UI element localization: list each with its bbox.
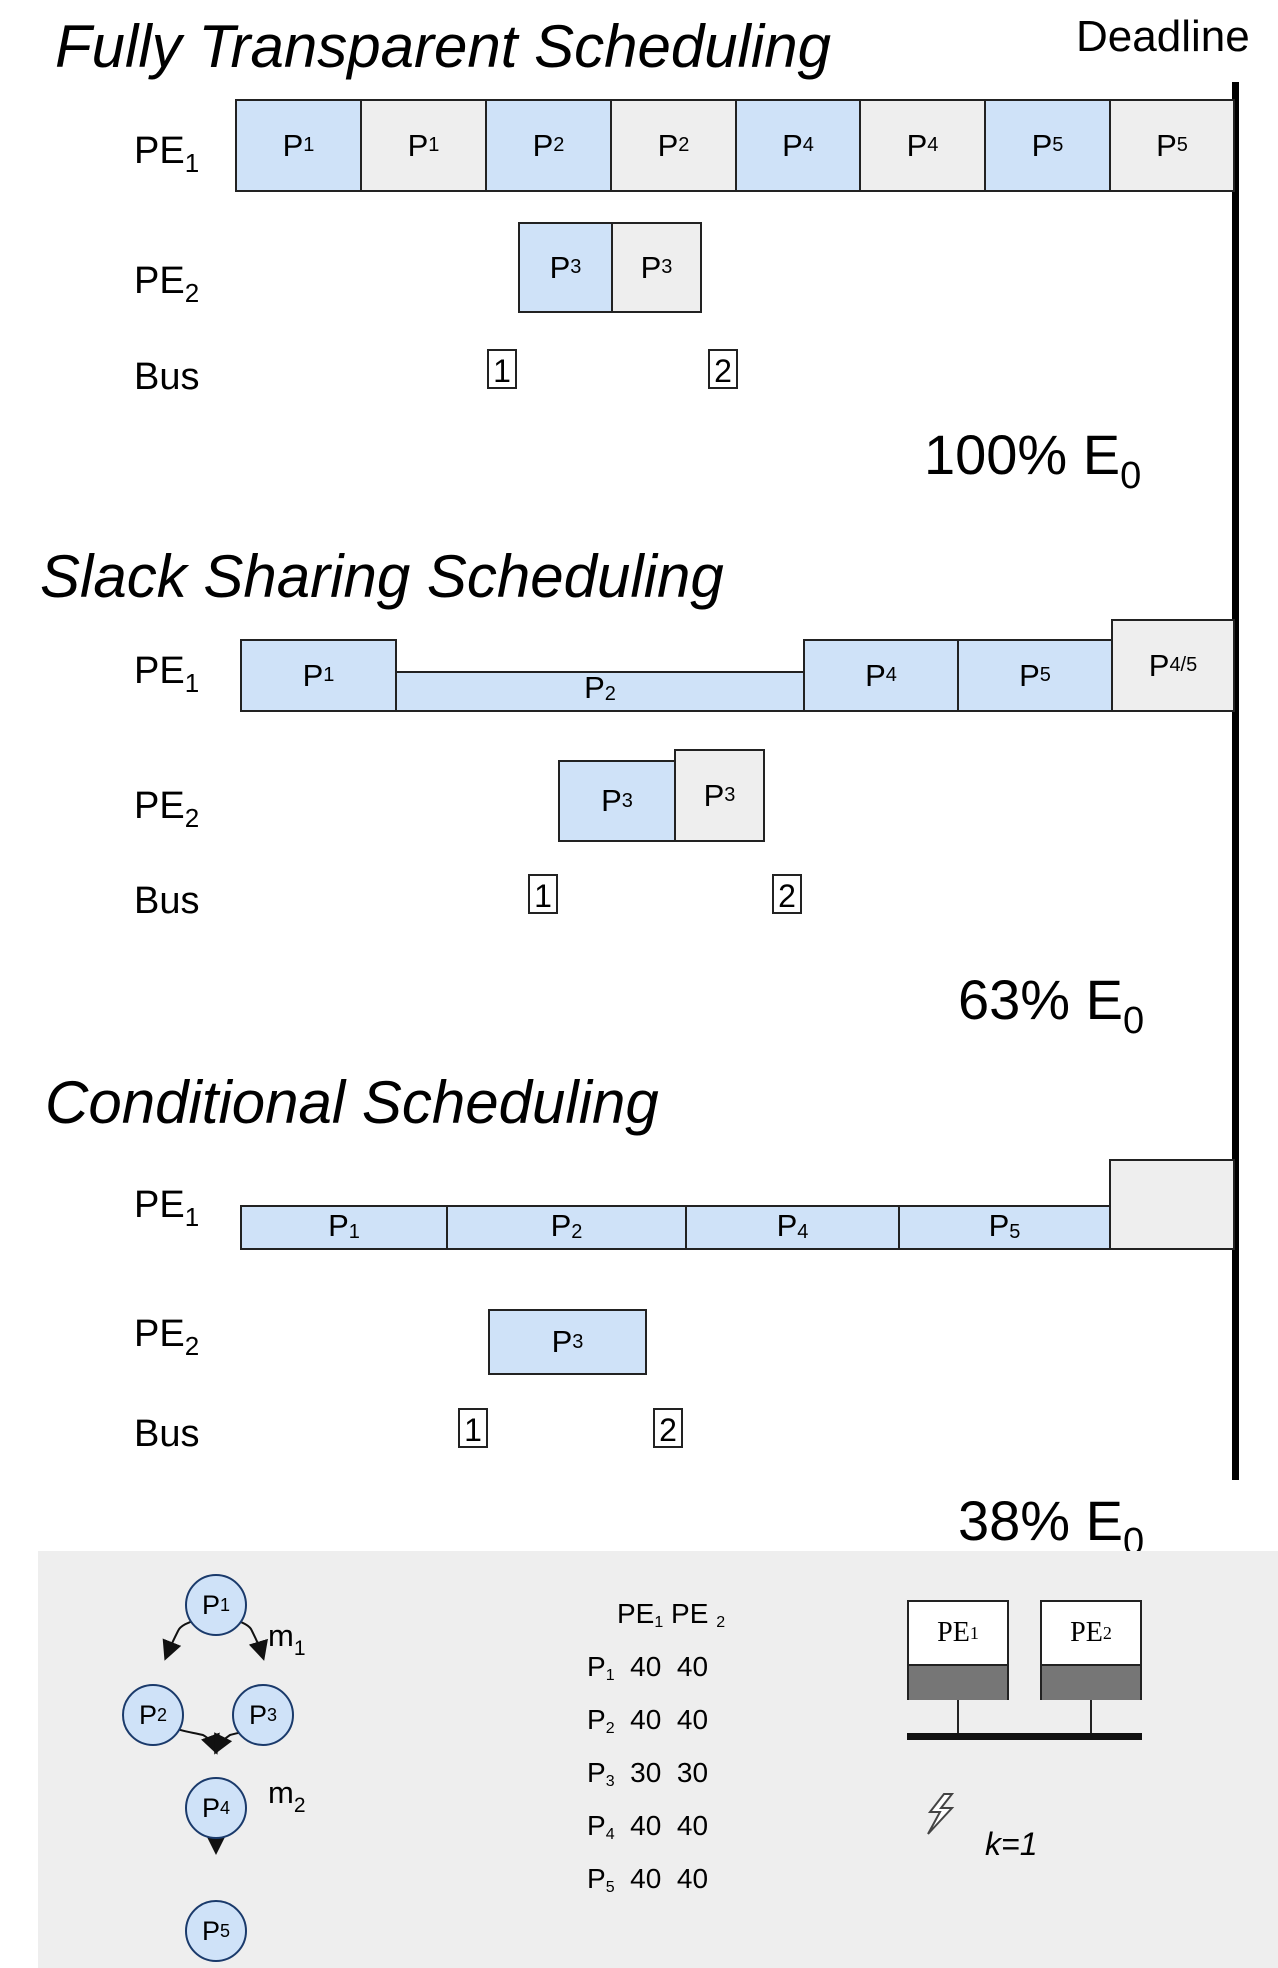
message-label: m1 — [268, 1618, 306, 1660]
bus-message: 2 — [653, 1408, 683, 1448]
row-label-pe2: PE2 — [134, 260, 200, 308]
table-row: P2 40 40 — [587, 1704, 709, 1737]
row-label-pe1: PE1 — [134, 650, 200, 698]
table-row: P1 40 40 — [587, 1651, 709, 1684]
row-label-pe1: PE1 — [134, 130, 200, 178]
section-title: Slack Sharing Scheduling — [40, 543, 724, 610]
row-label-bus: Bus — [134, 880, 200, 922]
bus-message: 1 — [487, 349, 517, 389]
message-label: m2 — [268, 1775, 306, 1817]
bus-message: 1 — [458, 1408, 488, 1448]
table-row: P3 30 30 — [587, 1757, 709, 1790]
bus-connector — [957, 1700, 959, 1734]
deadline-line — [1232, 82, 1239, 1480]
bus-message: 1 — [528, 874, 558, 914]
row-label-pe1: PE1 — [134, 1184, 200, 1232]
deadline-label: Deadline — [1076, 12, 1250, 61]
system-bus — [907, 1733, 1142, 1740]
energy-label: 100% E0 — [924, 423, 1142, 497]
energy-label: 63% E0 — [958, 968, 1145, 1042]
fault-count-label: k=1 — [985, 1826, 1038, 1862]
table-header: PE1 PE 2 — [617, 1598, 726, 1631]
row-label-bus: Bus — [134, 356, 200, 398]
section-title: Fully Transparent Scheduling — [55, 13, 831, 80]
row-label-bus: Bus — [134, 1413, 200, 1455]
row-label-pe2: PE2 — [134, 785, 200, 833]
bus-message: 2 — [772, 874, 802, 914]
section-title: Conditional Scheduling — [45, 1069, 659, 1136]
table-row: P5 40 40 — [587, 1863, 709, 1896]
recovery-block — [1109, 1159, 1235, 1250]
table-row: P4 40 40 — [587, 1810, 709, 1843]
row-label-pe2: PE2 — [134, 1313, 200, 1361]
bus-connector — [1090, 1700, 1092, 1734]
bus-message: 2 — [708, 349, 738, 389]
lightning-bolt-icon — [927, 1793, 955, 1835]
